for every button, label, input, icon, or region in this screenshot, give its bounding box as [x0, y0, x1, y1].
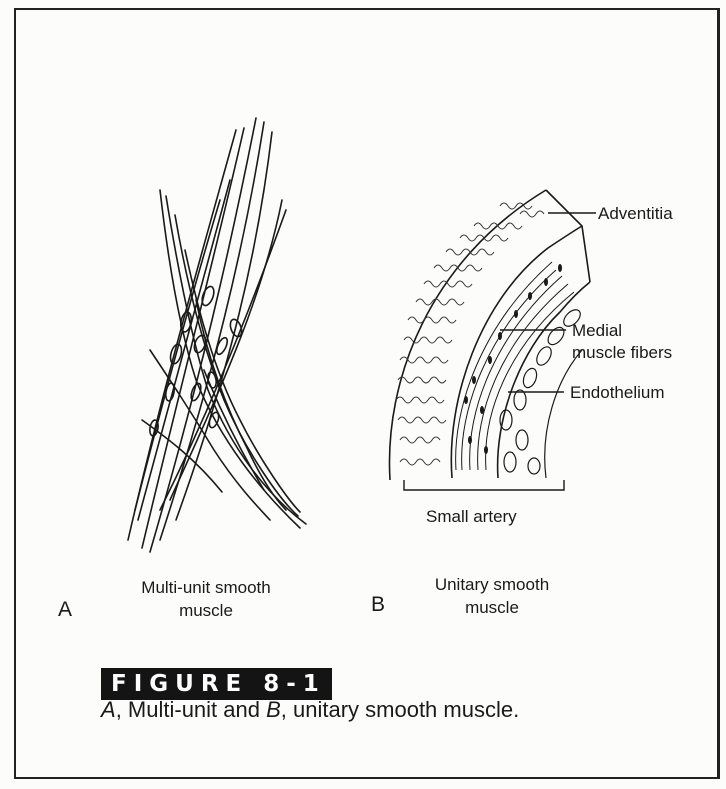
multi-unit-muscle-drawing	[128, 118, 306, 552]
panel-a-letter: A	[58, 598, 72, 622]
figure-caption-text2: , unitary smooth muscle.	[281, 697, 519, 722]
figure-caption-b: B	[266, 697, 281, 722]
small-artery-label: Small artery	[426, 506, 517, 527]
figure-caption: A, Multi-unit and B, unitary smooth musc…	[101, 697, 519, 723]
medial-label-line2: muscle fibers	[572, 342, 672, 363]
panel-b-caption-line1: Unitary smooth	[400, 573, 584, 596]
adventitia-label: Adventitia	[598, 203, 673, 224]
endothelium-label: Endothelium	[570, 382, 665, 403]
small-artery-drawing	[389, 190, 596, 490]
figure-caption-text1: , Multi-unit and	[116, 697, 266, 722]
figure-number-badge: FIGURE 8-1	[101, 668, 332, 700]
panel-a-caption-line2: muscle	[110, 599, 302, 622]
panel-b-letter: B	[371, 593, 385, 617]
panel-b-caption-line2: muscle	[400, 596, 584, 619]
medial-label-line1: Medial	[572, 320, 622, 341]
panel-a-caption-line1: Multi-unit smooth	[110, 576, 302, 599]
figure-caption-a: A	[101, 697, 116, 722]
